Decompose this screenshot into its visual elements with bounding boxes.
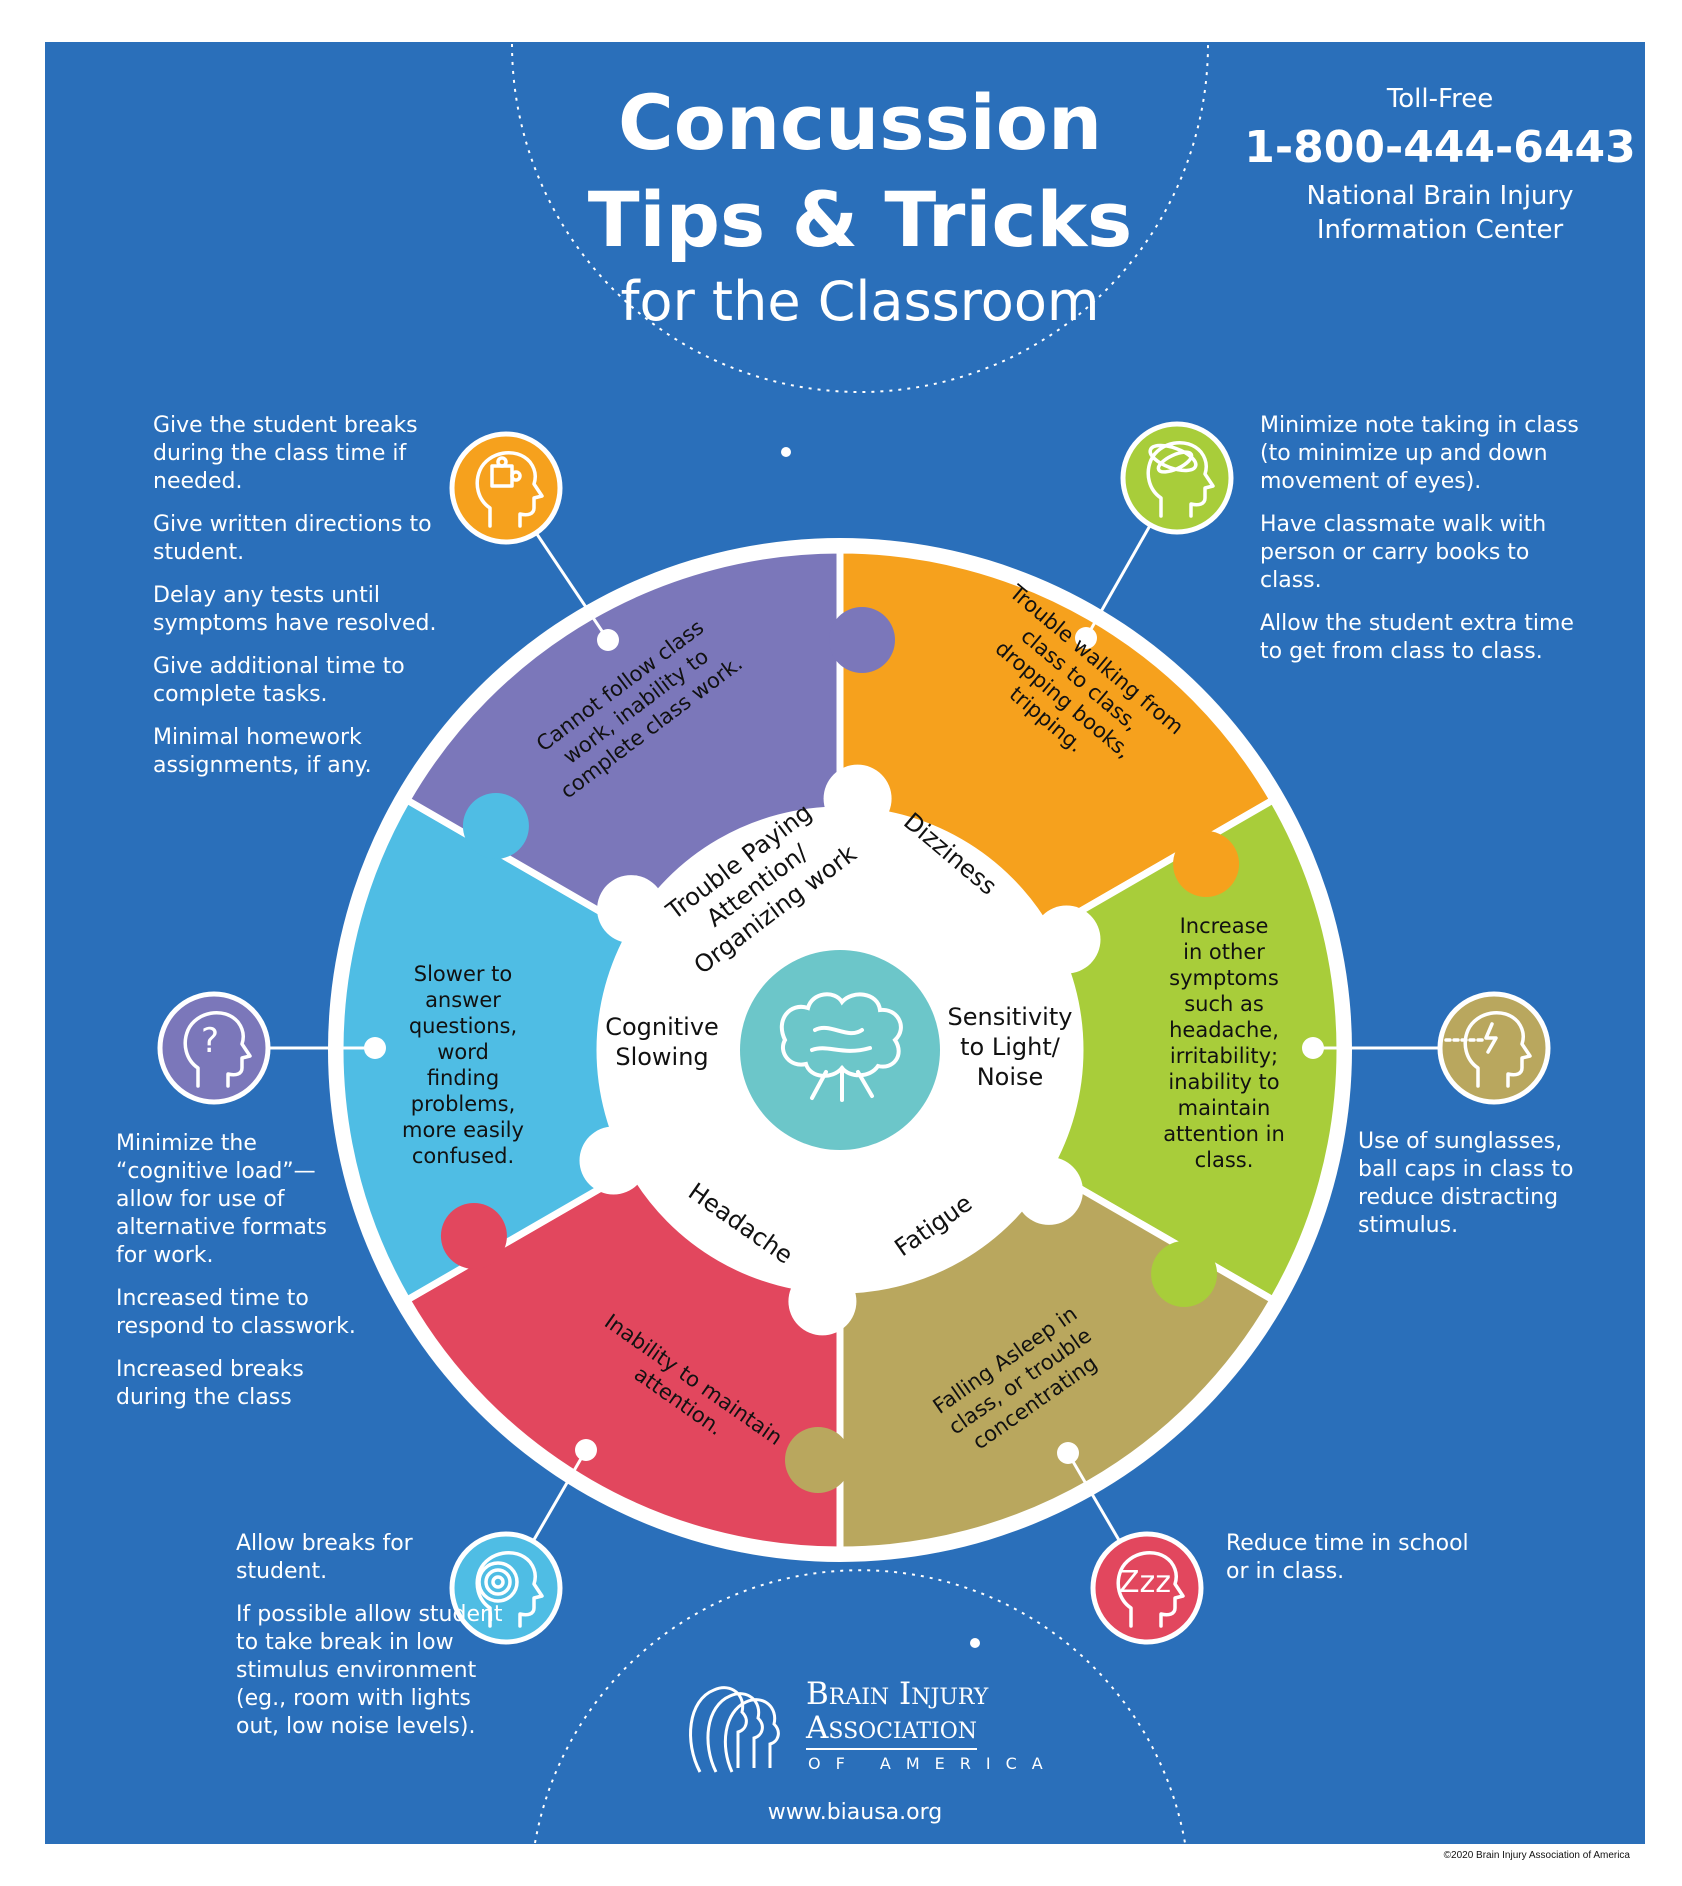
tips-dizziness: Minimize note taking in class (to minimi… — [1260, 412, 1590, 681]
fatigue-head-icon: Zzz — [1090, 1531, 1204, 1645]
tip: Increased breaks during the class — [116, 1357, 304, 1410]
connector-dot-attention — [597, 629, 619, 651]
puzzle-knob — [440, 1202, 507, 1269]
symptom-cognitive-line: problems, — [411, 1092, 516, 1116]
tips-headache: Allow breaks for student. If possible al… — [236, 1530, 506, 1756]
tips-cognitive: Minimize the “cognitive load”—allow for … — [116, 1130, 361, 1427]
logo-line-2: Association — [806, 1710, 978, 1750]
website-link[interactable]: www.biausa.org — [767, 1800, 943, 1825]
symptom-sensitivity-line: headache, — [1169, 1018, 1279, 1042]
tip: Have classmate walk with person or carry… — [1260, 512, 1547, 593]
tip: Delay any tests until symptoms have reso… — [153, 583, 437, 636]
bia-logo: Brain Injury Association OF AMERICA — [680, 1672, 1050, 1782]
puzzle-knob — [785, 1427, 851, 1493]
symptom-cognitive-line: finding — [427, 1066, 499, 1090]
cognitive-head-icon: ? — [157, 991, 271, 1105]
symptom-cognitive-line: confused. — [412, 1144, 514, 1168]
dizziness-head-icon — [1120, 421, 1234, 535]
tip: If possible allow student to take break … — [236, 1602, 503, 1739]
symptom-sensitivity-line: such as — [1184, 992, 1264, 1016]
tip: Minimal homework assignments, if any. — [153, 725, 372, 778]
symptom-cognitive-line: more easily — [402, 1118, 524, 1142]
tip: Allow breaks for student. — [236, 1531, 413, 1584]
brain-icon — [779, 992, 903, 1102]
title-line-2: Tips & Tricks — [587, 175, 1133, 264]
phone-number[interactable]: 1-800-444-6443 — [1244, 122, 1636, 173]
connector-dot-headache — [575, 1439, 597, 1461]
symptom-label-cognitive-line: Cognitive — [605, 1013, 719, 1041]
symptom-cognitive-line: Slower to — [414, 962, 513, 986]
tips-fatigue: Reduce time in school or in class. — [1226, 1530, 1476, 1601]
attention-head-icon — [449, 431, 563, 545]
arc-dot — [781, 447, 791, 457]
symptom-sensitivity-line: irritability; — [1170, 1044, 1278, 1068]
tips-sensitivity: Use of sunglasses, ball caps in class to… — [1358, 1128, 1608, 1255]
symptom-label-sensitivity-line: to Light/ — [960, 1033, 1061, 1061]
logo-line-1: Brain Injury — [806, 1676, 989, 1712]
tip: Minimize note taking in class (to minimi… — [1260, 413, 1579, 494]
contact-block: Toll-Free 1-800-444-6443 National Brain … — [1230, 84, 1650, 245]
symptom-sensitivity-line: in other — [1183, 940, 1265, 964]
connector-dot-dizziness — [1075, 627, 1097, 649]
headache-head-icon — [449, 1531, 563, 1645]
symptom-label-cognitive-line: Slowing — [615, 1043, 708, 1071]
tip: Increased time to respond to classwork. — [116, 1286, 356, 1339]
symptom-cognitive-line: answer — [425, 988, 501, 1012]
tip: Give additional time to complete tasks. — [153, 654, 405, 707]
connector-dot-fatigue — [1057, 1442, 1079, 1464]
svg-text:Zzz: Zzz — [1119, 1565, 1171, 1600]
tip: Minimize the “cognitive load”—allow for … — [116, 1131, 327, 1268]
connector-dot-sensitivity — [1302, 1037, 1324, 1059]
tip: Give the student breaks during the class… — [153, 413, 418, 494]
tip: Reduce time in school or in class. — [1226, 1531, 1469, 1584]
center-name-line-2: Information Center — [1316, 215, 1564, 245]
tip: Use of sunglasses, ball caps in class to… — [1358, 1129, 1574, 1238]
tip: Give written directions to student. — [153, 512, 432, 565]
copyright: ©2020 Brain Injury Association of Americ… — [1443, 1850, 1630, 1861]
tollfree-label: Toll-Free — [1386, 84, 1494, 114]
arc-dot — [970, 1638, 980, 1648]
puzzle-knob — [829, 607, 895, 673]
center-name-line-1: National Brain Injury — [1306, 181, 1574, 211]
sensitivity-head-icon — [1437, 991, 1551, 1105]
puzzle-knob — [462, 792, 529, 859]
logo-heads-mark — [689, 1686, 780, 1773]
puzzle-knob — [1173, 831, 1240, 898]
logo-line-3: OF AMERICA — [808, 1754, 1058, 1773]
tip: Allow the student extra time to get from… — [1260, 611, 1574, 664]
title-line-1: Concussion — [617, 78, 1103, 167]
symptom-sensitivity-line: inability to — [1168, 1070, 1279, 1094]
symptom-sensitivity-line: attention in — [1163, 1122, 1285, 1146]
symptom-sensitivity-line: maintain — [1178, 1096, 1271, 1120]
symptom-sensitivity-line: symptoms — [1169, 966, 1279, 990]
connector-dot-cognitive — [364, 1037, 386, 1059]
title-line-3: for the Classroom — [620, 270, 1100, 333]
logo-dotted-arc — [534, 1569, 1186, 1844]
symptom-label-sensitivity-line: Noise — [977, 1063, 1044, 1091]
tips-attention: Give the student breaks during the class… — [153, 412, 483, 795]
symptom-label-sensitivity-line: Sensitivity — [948, 1003, 1073, 1031]
svg-text:?: ? — [201, 1021, 219, 1061]
symptom-cognitive-line: questions, — [409, 1014, 517, 1038]
title-dotted-arc — [511, 43, 1209, 393]
symptom-sensitivity-line: class. — [1195, 1148, 1254, 1172]
symptom-cognitive-line: word — [437, 1040, 489, 1064]
symptom-sensitivity-line: Increase — [1180, 914, 1269, 938]
puzzle-knob — [1151, 1241, 1218, 1308]
